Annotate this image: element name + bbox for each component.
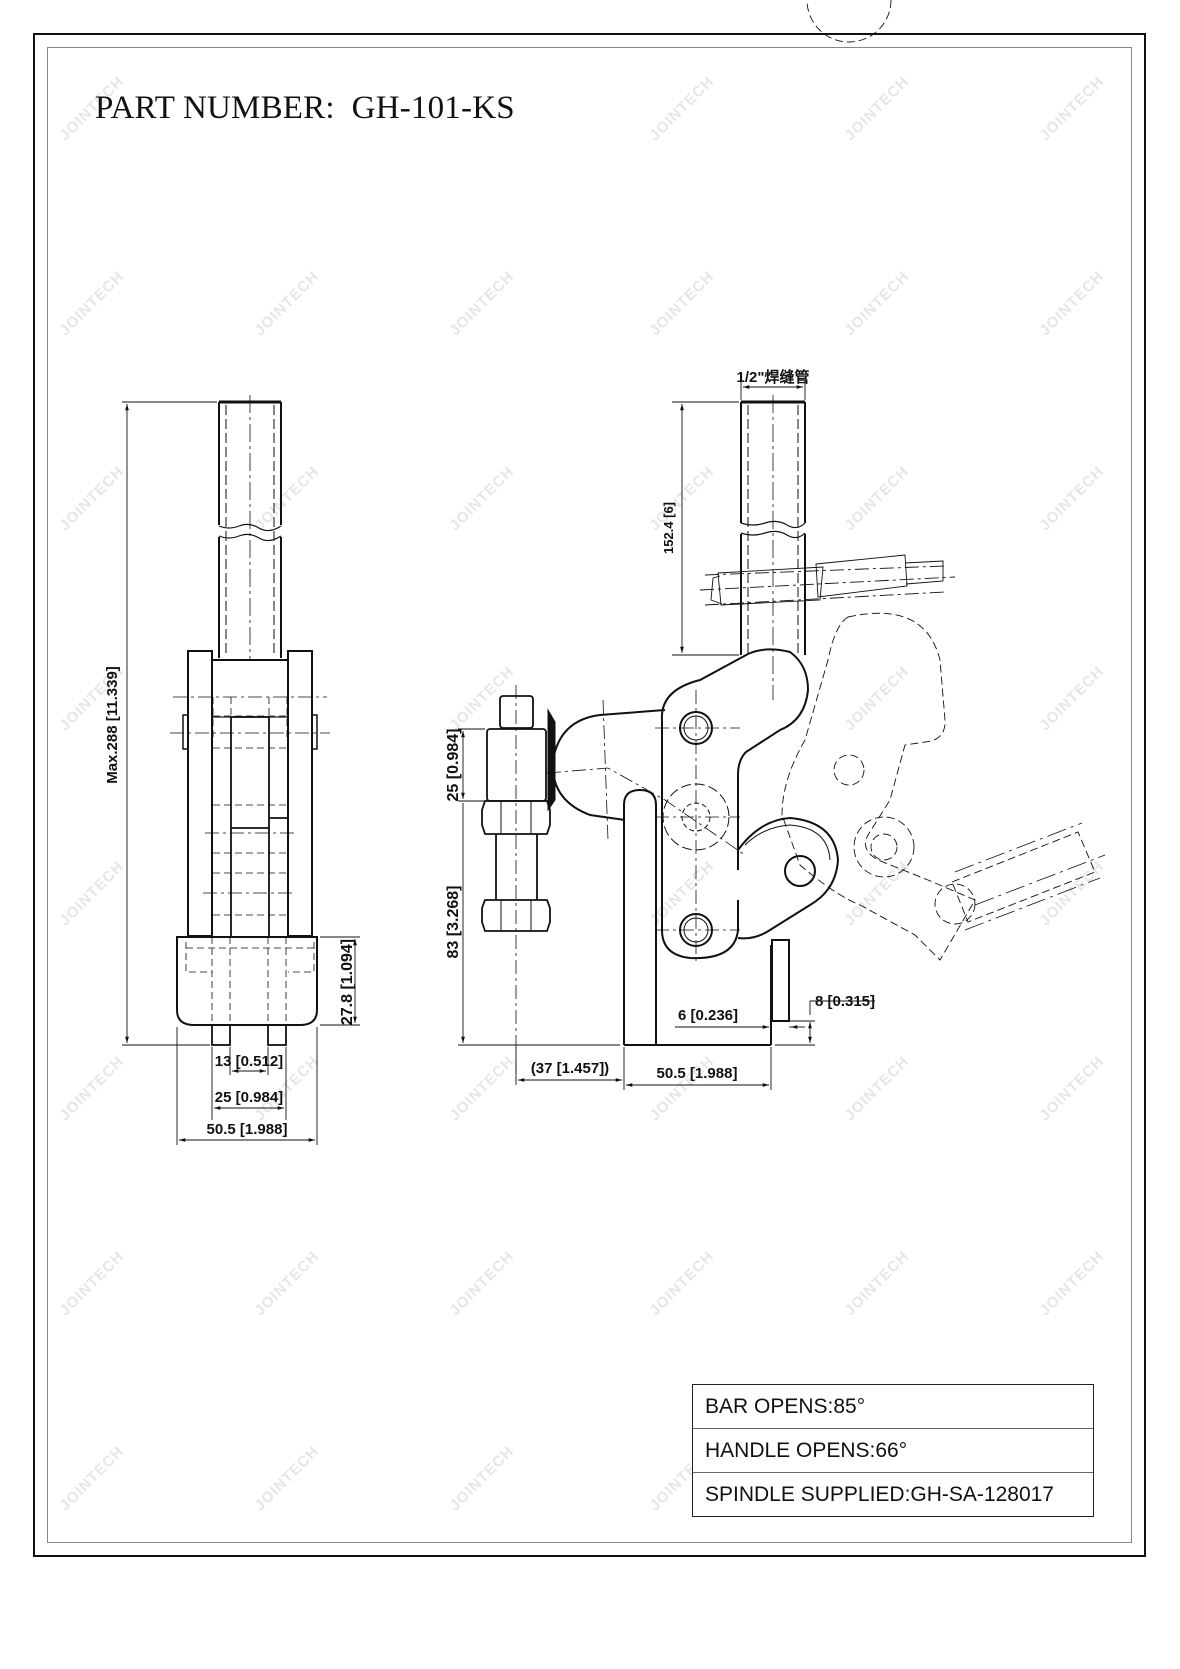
front-view [122,395,360,1145]
dim-base-width-side: 50.5 [1.988] [657,1065,738,1082]
toggle-link [737,816,840,940]
dim-overall-height: Max.288 [11.339] [104,666,121,784]
dim-flange-thickness: 8 [0.315] [815,993,875,1010]
drawing-frame-outer [33,33,1146,1557]
spindle-open-phantom [699,554,956,606]
dim-tube-spec: 1/2"焊缝管 [737,368,810,386]
drawing-frame-inner [47,47,1132,1543]
base-side [623,788,790,1046]
dim-base-width-front: 50.5 [1.988] [207,1121,288,1138]
dim-foot-span: 25 [0.984] [215,1089,283,1106]
part-number-title: PART NUMBER: GH-101-KS [95,90,515,127]
dim-base-height: 27.8 [1.094] [339,939,356,1025]
part-number-value: GH-101-KS [351,90,515,126]
handle-tube-front [218,395,282,660]
spec-bar-opens: BAR OPENS:85° [693,1385,1093,1429]
dim-tube-length: 152.4 [6] [661,502,676,554]
handle-tube-side [740,395,806,700]
spindle [481,685,551,1085]
base-front [176,936,318,1046]
front-view-dimensions [122,401,360,1145]
handle-lever [660,648,810,960]
handle-open-phantom [781,0,1096,961]
dim-foot-gap: 13 [0.512] [215,1053,283,1070]
pivot-pins [655,690,740,965]
side-view [458,0,1106,1090]
dim-spindle-height: 83 [3.268] [445,886,462,959]
dim-spindle-stroke: 25 [0.984] [445,729,462,802]
clamp-arm [546,699,746,856]
dim-flange-gap: 6 [0.236] [678,1007,738,1024]
dim-spindle-offset: (37 [1.457]) [531,1060,609,1077]
side-view-dimensions [458,380,875,1090]
side-plates-front [170,650,330,938]
spec-table: BAR OPENS:85° HANDLE OPENS:66° SPINDLE S… [692,1384,1094,1517]
part-number-label: PART NUMBER: [95,90,335,126]
spec-handle-opens: HANDLE OPENS:66° [693,1429,1093,1473]
spec-spindle-supplied: SPINDLE SUPPLIED:GH-SA-128017 [705,1483,1054,1506]
